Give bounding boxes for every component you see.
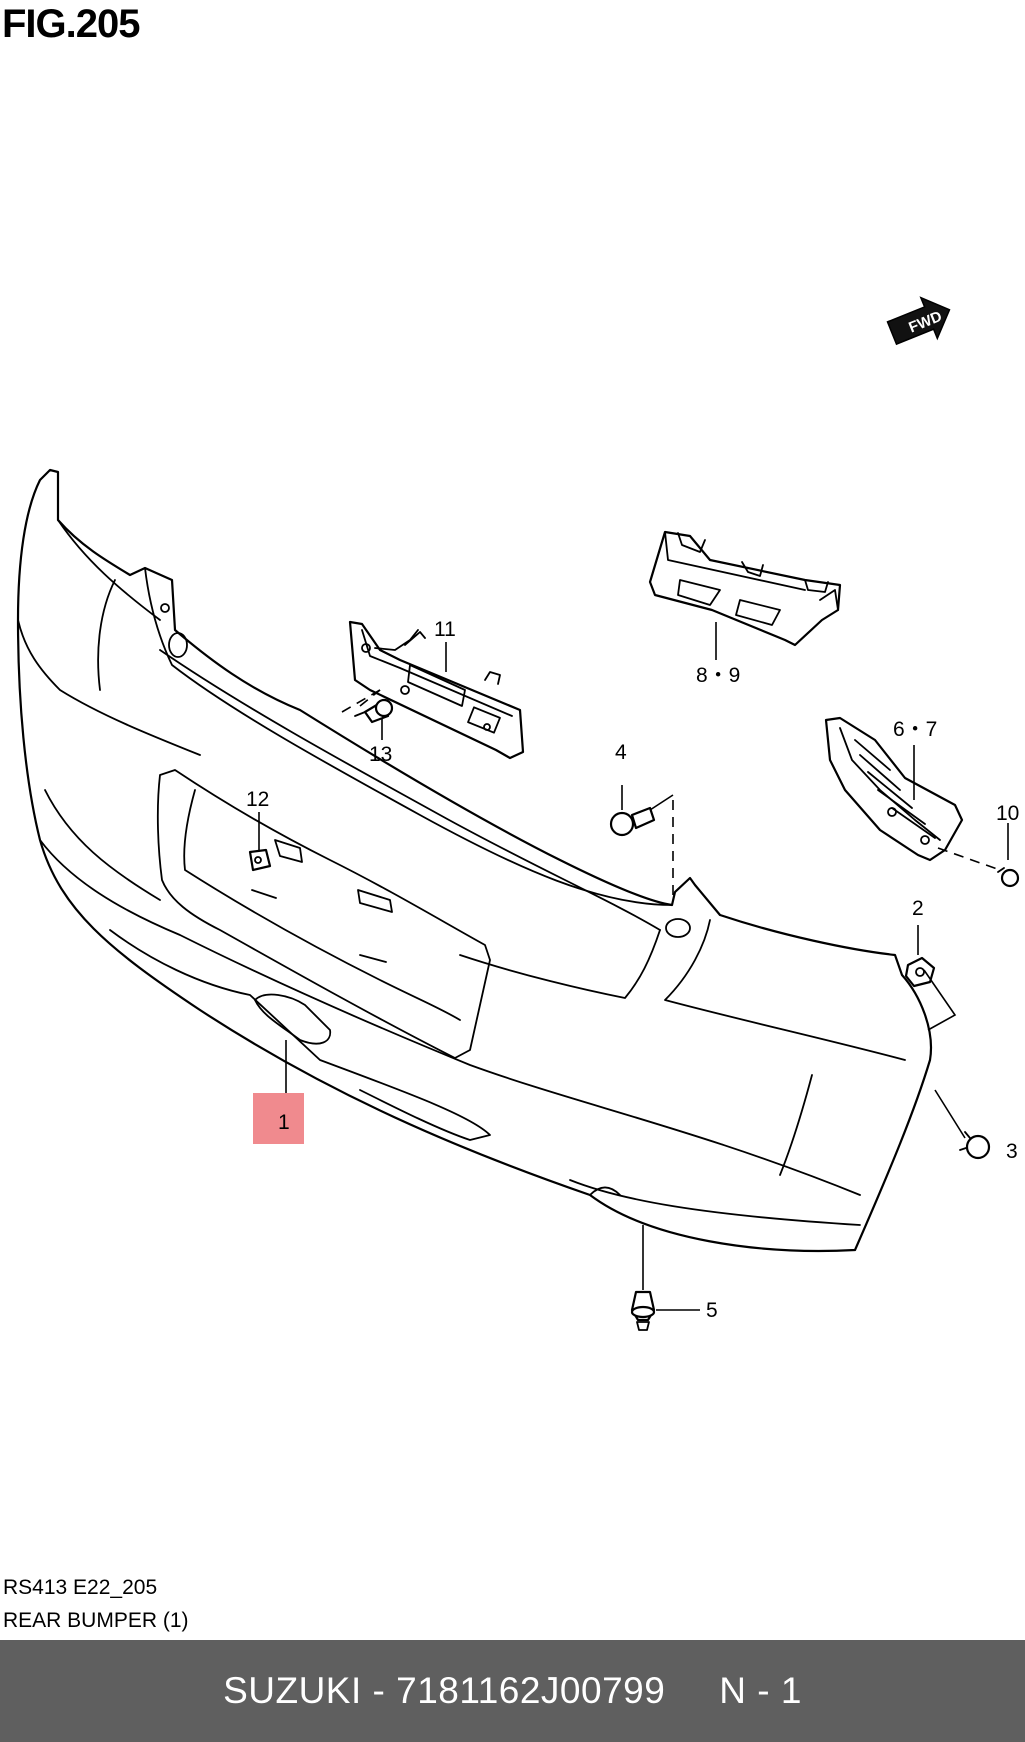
screw-part-10[interactable] bbox=[997, 867, 1020, 888]
callout-11[interactable]: 11 bbox=[434, 618, 456, 641]
highlight-box-part-1 bbox=[253, 1093, 304, 1144]
callout-8-9[interactable]: 8・9 bbox=[696, 664, 740, 687]
part-name-caption: REAR BUMPER (1) bbox=[3, 1609, 189, 1632]
callout-2[interactable]: 2 bbox=[912, 897, 924, 920]
callout-1[interactable]: 1 bbox=[278, 1111, 290, 1134]
callout-12[interactable]: 12 bbox=[246, 788, 269, 811]
fwd-arrow-icon: FWD bbox=[886, 296, 951, 346]
callout-3[interactable]: 3 bbox=[1006, 1140, 1018, 1163]
bolt-part-4[interactable] bbox=[609, 806, 656, 837]
callout-4[interactable]: 4 bbox=[615, 741, 627, 764]
callout-13[interactable]: 13 bbox=[369, 743, 392, 766]
footer-bar: SUZUKI - 7181162J00799 N - 1 bbox=[0, 1640, 1025, 1742]
footer-part-number: SUZUKI - 7181162J00799 N - 1 bbox=[223, 1670, 802, 1711]
screw-part-13[interactable] bbox=[354, 698, 394, 724]
rear-bumper-part-1[interactable] bbox=[16, 468, 933, 1253]
nut-part-2[interactable] bbox=[904, 956, 936, 988]
parts-diagram: FWD bbox=[16, 296, 1020, 1331]
upper-bracket-part-8-9[interactable] bbox=[648, 530, 842, 647]
leader-lines bbox=[258, 622, 1009, 1311]
callout-6-7[interactable]: 6・7 bbox=[893, 718, 937, 741]
callout-5[interactable]: 5 bbox=[706, 1299, 718, 1322]
clip-part-5[interactable] bbox=[630, 1290, 656, 1331]
screw-part-3[interactable] bbox=[959, 1131, 991, 1160]
center-bracket-part-11[interactable] bbox=[348, 620, 525, 760]
figure-title: FIG.205 bbox=[2, 2, 141, 46]
callout-10[interactable]: 10 bbox=[996, 802, 1019, 825]
clip-part-12[interactable] bbox=[248, 848, 272, 872]
figure-reference-code: RS413 E22_205 bbox=[3, 1576, 158, 1599]
